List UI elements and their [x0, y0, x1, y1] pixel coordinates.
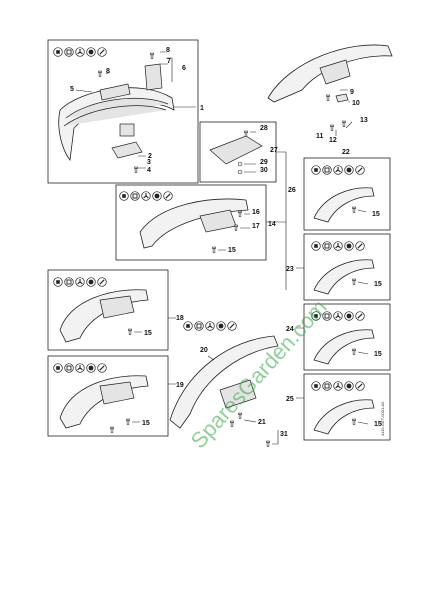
callout-4: 4 — [147, 167, 151, 174]
callout-20: 20 — [200, 347, 208, 354]
callout-28: 28 — [260, 125, 268, 132]
callout-22: 22 — [342, 149, 350, 156]
clamp-part-2 — [111, 141, 143, 159]
callout-31: 31 — [280, 431, 288, 438]
callout-24: 24 — [286, 326, 294, 333]
assembly-guard-1-box — [47, 39, 199, 184]
callout-10: 10 — [352, 100, 360, 107]
compatibility-icons-row-23 — [311, 241, 365, 251]
assembly-part-14-box — [115, 184, 286, 261]
callout-27: 27 — [270, 147, 278, 154]
plate-part-3 — [119, 123, 135, 137]
callout-25: 25 — [286, 396, 294, 403]
compatibility-icons-row-19 — [53, 363, 107, 373]
callout-30: 30 — [260, 167, 268, 174]
callout-16: 16 — [252, 209, 260, 216]
drawing-code: 4119-GET-0001-A0 — [380, 401, 385, 436]
callout-15-b: 15 — [144, 330, 152, 337]
guard-part-20 — [169, 335, 279, 429]
assembly-part-24-box — [296, 303, 391, 371]
assembly-part-19-box — [47, 355, 176, 437]
strap-part-5 — [99, 83, 131, 101]
callout-7: 7 — [167, 58, 171, 65]
callout-15-g: 15 — [374, 421, 382, 428]
callout-2: 2 — [148, 153, 152, 160]
assembly-part-18-box — [47, 269, 176, 351]
compatibility-icons-row-22 — [311, 165, 365, 175]
plate-part-10 — [335, 93, 349, 103]
callout-3: 3 — [147, 159, 151, 166]
assembly-part-20 — [169, 321, 279, 447]
bracket-part-7 — [144, 63, 163, 91]
callout-14: 14 — [268, 221, 276, 228]
callout-5: 5 — [70, 86, 74, 93]
callout-18: 18 — [176, 315, 184, 322]
assembly-part-23-box — [296, 233, 391, 301]
compatibility-icons-row-20 — [183, 321, 237, 331]
guard-part-23 — [313, 259, 375, 295]
assembly-part-27-box — [199, 121, 277, 183]
callout-15-d: 15 — [372, 211, 380, 218]
guard-part-25 — [313, 399, 375, 435]
callout-11: 11 — [316, 133, 324, 140]
callout-15-f: 15 — [374, 351, 382, 358]
compatibility-icons-row-18 — [53, 277, 107, 287]
callout-1: 1 — [200, 105, 204, 112]
assembly-part-25-box: 4119-GET-0001-A0 — [296, 373, 391, 441]
callout-15-e: 15 — [374, 281, 382, 288]
callout-15-c: 15 — [142, 420, 150, 427]
callout-15-a: 15 — [228, 247, 236, 254]
callout-9: 9 — [350, 89, 354, 96]
compatibility-icons-row-25 — [311, 381, 365, 391]
guard-top-right — [267, 44, 393, 103]
callout-21: 21 — [258, 419, 266, 426]
callout-8-top: 8 — [166, 47, 170, 54]
callout-26: 26 — [288, 187, 296, 194]
callout-23: 23 — [286, 266, 294, 273]
callout-19: 19 — [176, 382, 184, 389]
compatibility-icons-row-1 — [53, 47, 107, 57]
compatibility-icons-row-14 — [119, 191, 173, 201]
guard-part-24 — [313, 329, 375, 365]
guard-part-22 — [313, 187, 375, 223]
assembly-part-22-box — [303, 157, 391, 231]
callout-12: 12 — [329, 137, 337, 144]
callout-8-left: 8 — [106, 68, 110, 75]
callout-6: 6 — [182, 65, 186, 72]
callout-17: 17 — [252, 223, 260, 230]
guard-part-14 — [139, 198, 249, 249]
callout-29: 29 — [260, 159, 268, 166]
plate-part-27 — [209, 135, 263, 165]
callout-13: 13 — [360, 117, 368, 124]
assembly-guard-top-right — [267, 44, 393, 136]
